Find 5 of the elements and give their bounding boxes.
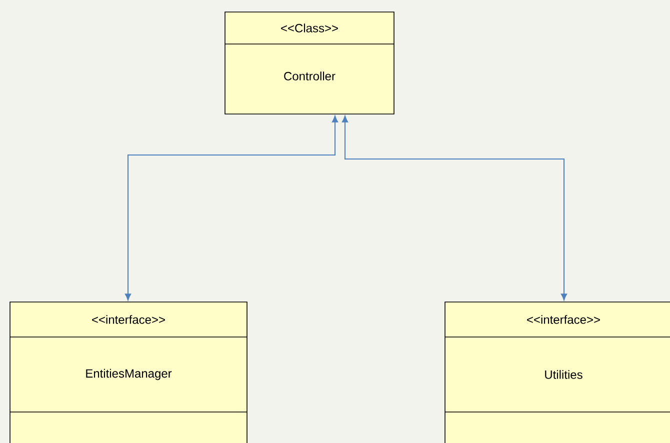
- class-box: <<Class>> Controller: [224, 12, 394, 114]
- arrow: [342, 116, 568, 300]
- class-box: <<interface>> EntitiesManager: [10, 302, 248, 443]
- class-box: <<interface>> Utilities: [444, 302, 670, 443]
- arrow: [124, 116, 338, 300]
